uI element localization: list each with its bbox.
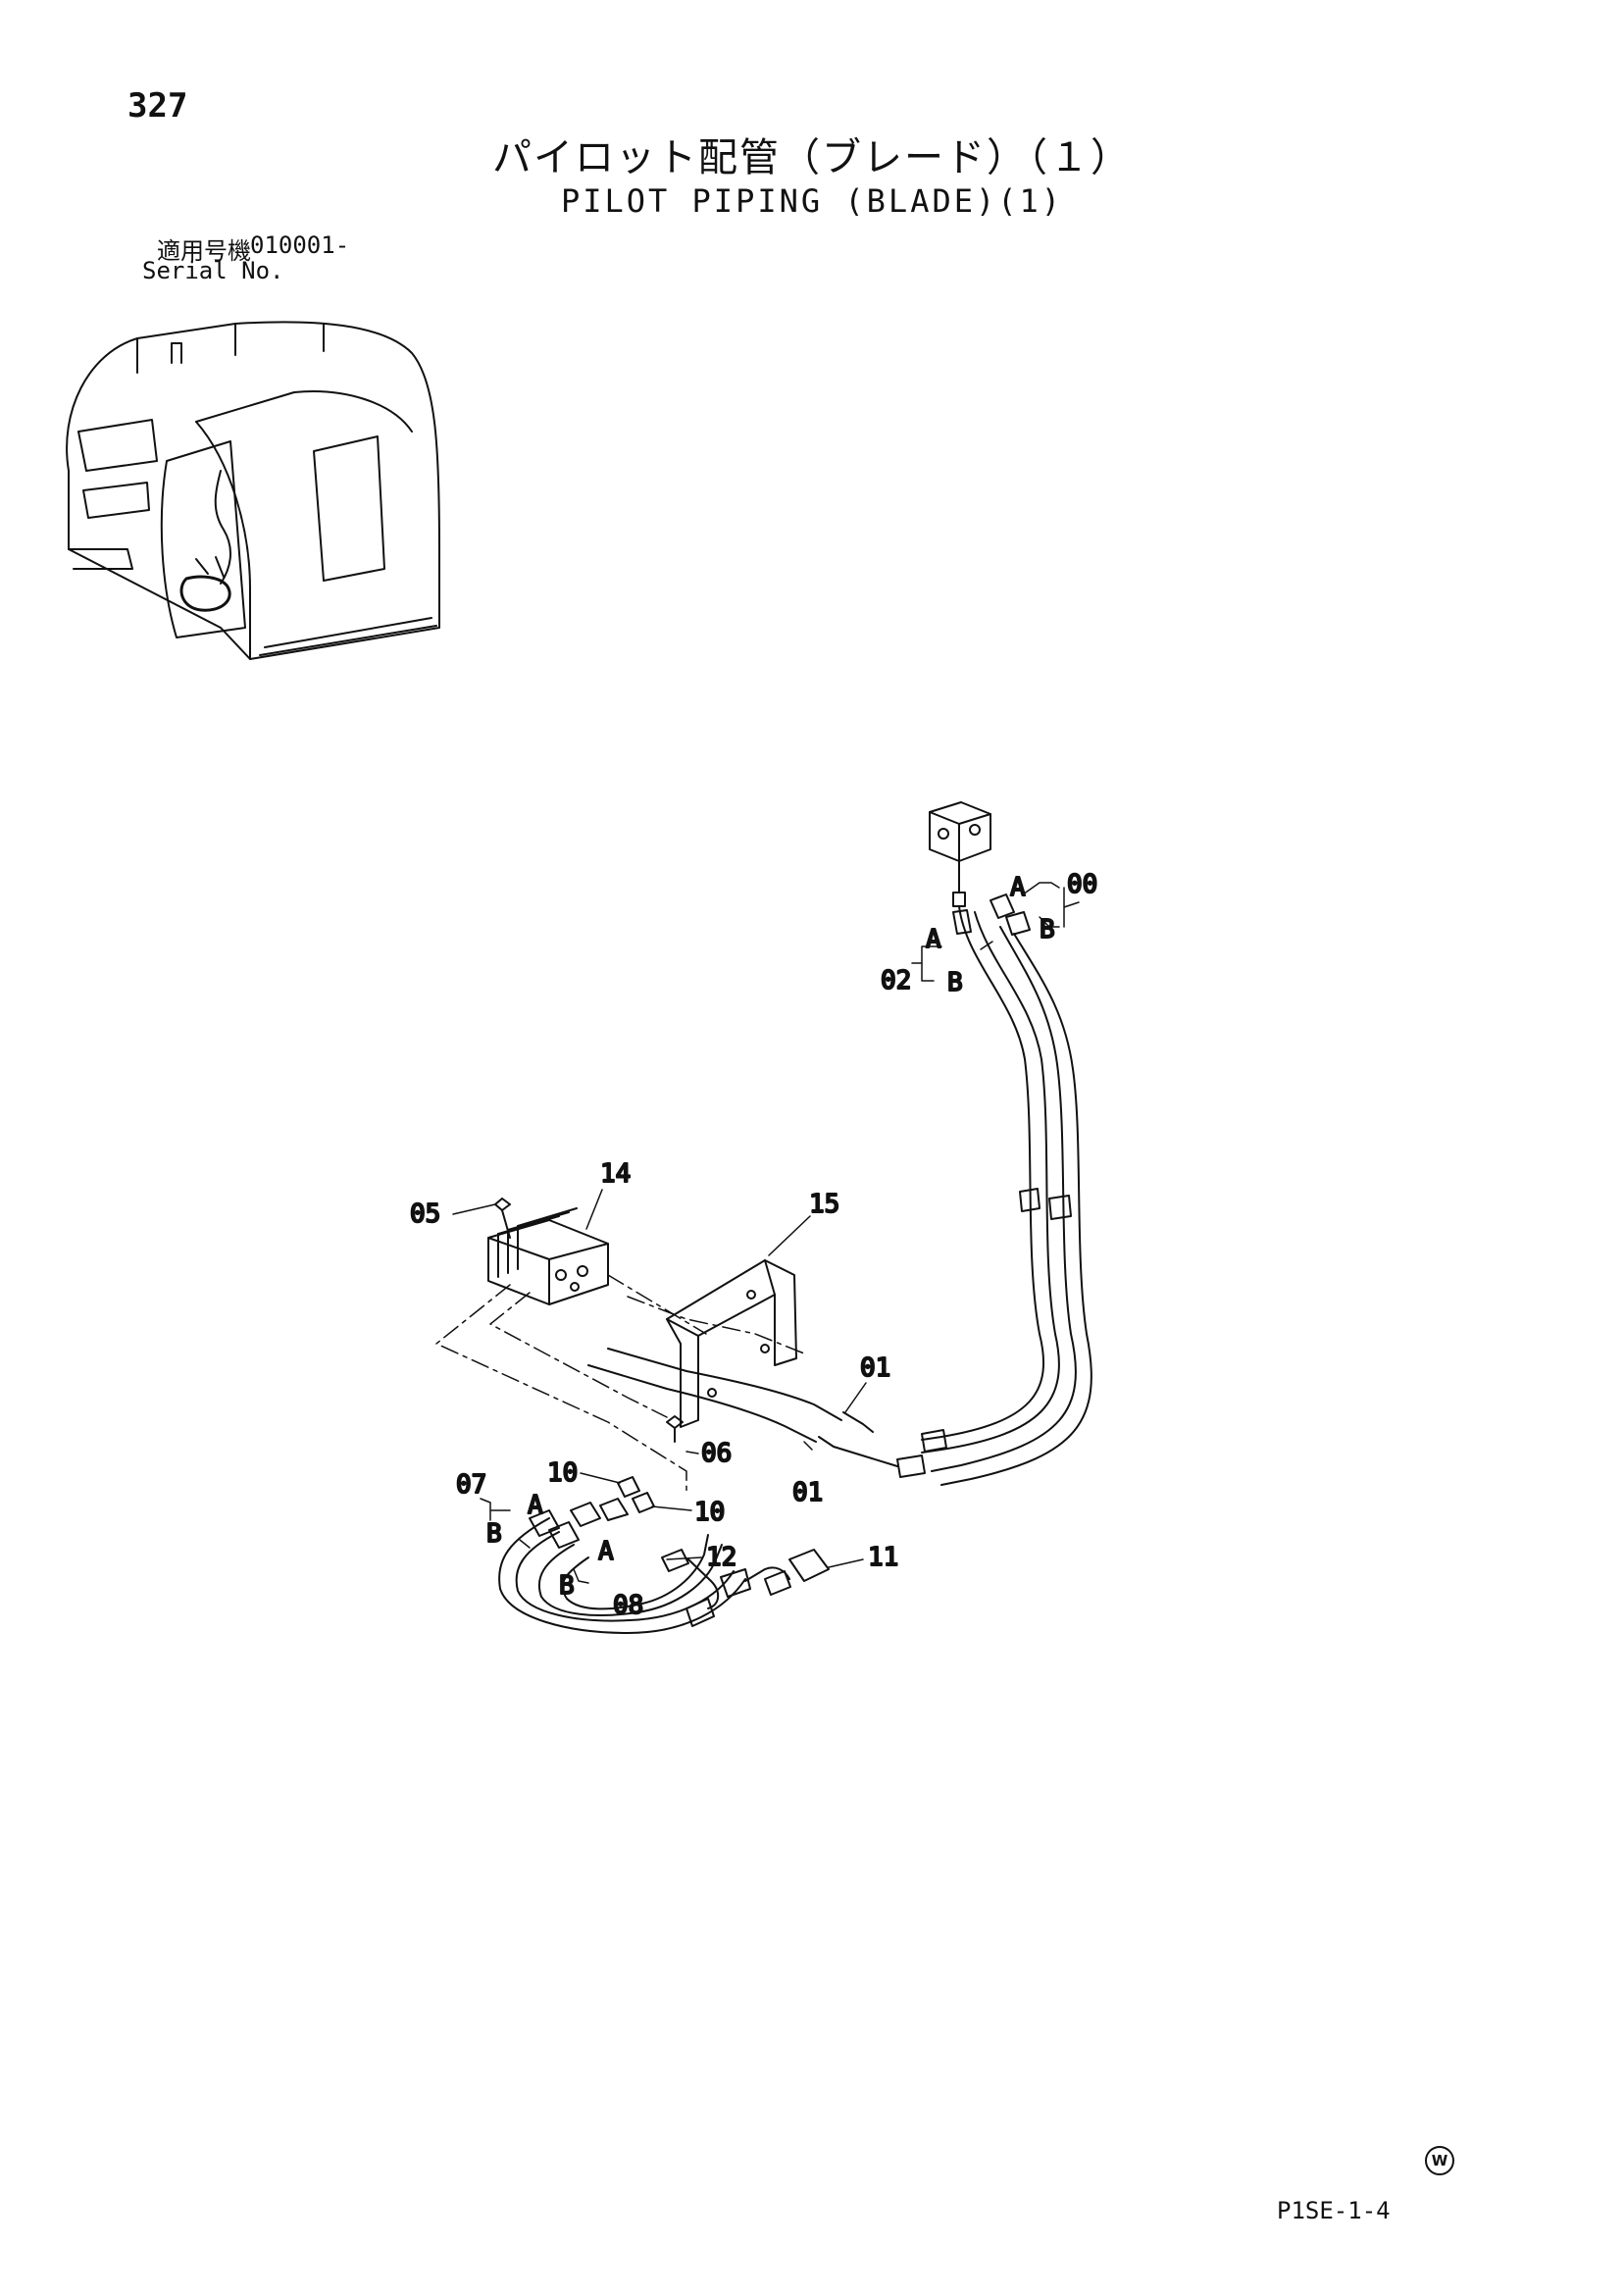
callout-08: 08: [613, 1591, 643, 1620]
pilot-valve-block: [929, 801, 991, 907]
callout-01-upper: 01: [860, 1353, 890, 1383]
serial-label-en: Serial No.: [142, 257, 284, 284]
callout-10-lower: 10: [694, 1498, 725, 1527]
callout-01-lower: 01: [792, 1478, 823, 1507]
hose-set-lower: [498, 1476, 830, 1634]
control-valve-block: [487, 1198, 609, 1305]
callout-b-low1: B: [486, 1519, 502, 1549]
callout-02: 02: [881, 966, 911, 995]
callout-05: 05: [410, 1199, 440, 1229]
callout-a-top1: A: [1010, 873, 1026, 902]
hose-set-upper: [896, 893, 1092, 1486]
callout-b-low2: B: [559, 1571, 575, 1601]
callout-14: 14: [600, 1159, 631, 1189]
serial-label-jp: 適用号機: [157, 237, 251, 265]
callout-07: 07: [456, 1470, 486, 1500]
page-title-en: PILOT PIPING (BLADE)(1): [560, 182, 1064, 220]
callout-b-top2: B: [947, 968, 963, 997]
cab-location-thumbnail: [66, 321, 440, 660]
serial-number: 010001-: [250, 231, 350, 259]
callout-10-upper: 10: [547, 1458, 578, 1488]
watermark-circle-mark: W: [1425, 2146, 1454, 2175]
page-title-jp: パイロット配管（ブレード）（１）: [492, 135, 1132, 180]
pilot-pipes: [587, 1348, 898, 1467]
callout-labels: 00 A B A B 02 14 05 15 01 01 06 07 10 10…: [409, 869, 1098, 1621]
phantom-lines: [435, 1274, 805, 1492]
callout-00: 00: [1067, 870, 1097, 899]
callout-a-low1: A: [528, 1491, 543, 1520]
callout-12: 12: [706, 1543, 736, 1572]
callout-b-top1: B: [1040, 915, 1055, 944]
callout-06: 06: [701, 1439, 732, 1468]
callout-15: 15: [809, 1190, 839, 1219]
footer-code: P1SE-1-4: [1277, 2197, 1391, 2224]
callout-11: 11: [868, 1543, 898, 1572]
callout-leaders-upper: [911, 882, 1080, 982]
callout-a-top2: A: [926, 925, 941, 954]
page-number: 327: [127, 86, 188, 126]
callout-a-low2: A: [598, 1537, 614, 1566]
callout-leaders: [452, 1189, 867, 1584]
mounting-bracket: [666, 1259, 797, 1443]
